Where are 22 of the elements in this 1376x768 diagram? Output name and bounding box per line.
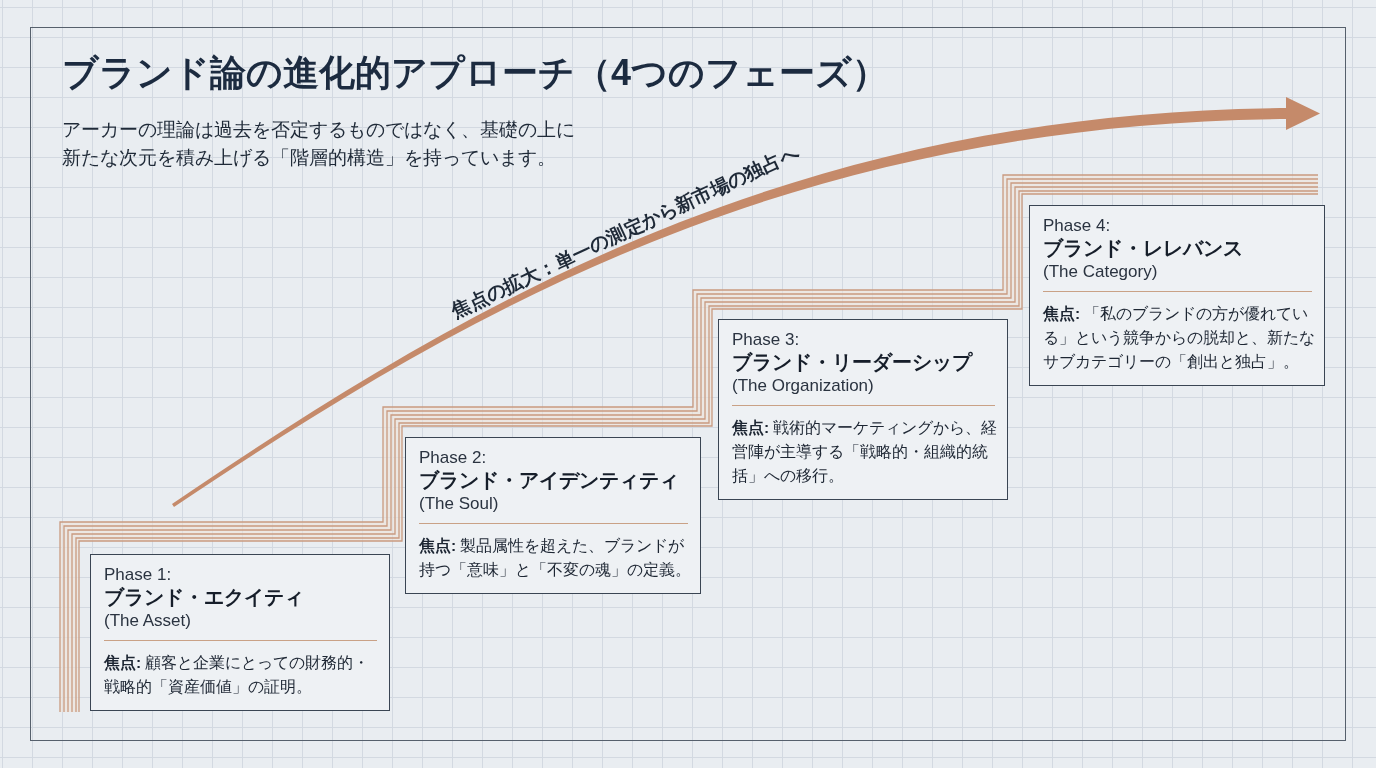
phase-title: ブランド・リーダーシップ [732, 350, 974, 375]
phase-card [90, 554, 390, 711]
phase-label: Phase 4: [1043, 215, 1112, 236]
phase-label: Phase 1: [104, 564, 173, 585]
phase-subtitle: (The Category) [1043, 261, 1159, 282]
focus-text: 焦点: 製品属性を超えた、ブランドが持つ「意味」と「不変の魂」の定義。 [419, 536, 692, 580]
phase-subtitle: (The Asset) [104, 610, 192, 631]
phase-title: ブランド・アイデンティティ [419, 468, 680, 493]
phase-label: Phase 3: [732, 329, 801, 350]
diagram-title: ブランド論の進化的アプローチ（4つのフェーズ） [62, 51, 889, 95]
phase-subtitle: (The Organization) [732, 375, 875, 396]
phase-subtitle: (The Soul) [419, 493, 500, 514]
phase-card [405, 437, 701, 594]
focus-text: 焦点: 戦術的マーケティングから、経営陣が主導する「戦略的・組織的統括」への移行。 [732, 418, 999, 486]
focus-text: 焦点: 顧客と企業にとっての財務的・戦略的「資産価値」の証明。 [104, 653, 371, 697]
phase-card [718, 319, 1008, 500]
phase-label: Phase 2: [419, 447, 488, 468]
focus-text: 焦点: 「私のブランドの方が優れている」という競争からの脱却と、新たなサブカテゴリーの「創出と独占」。 [1043, 304, 1316, 372]
phase-title: ブランド・エクイティ [104, 585, 305, 610]
phase-card [1029, 205, 1325, 386]
intro-text: アーカーの理論は過去を否定するものではなく、基礎の上に新たな次元を積み上げる「階層的構造」を持っています。 [62, 118, 576, 170]
phase-title: ブランド・レレバンス [1043, 236, 1244, 261]
